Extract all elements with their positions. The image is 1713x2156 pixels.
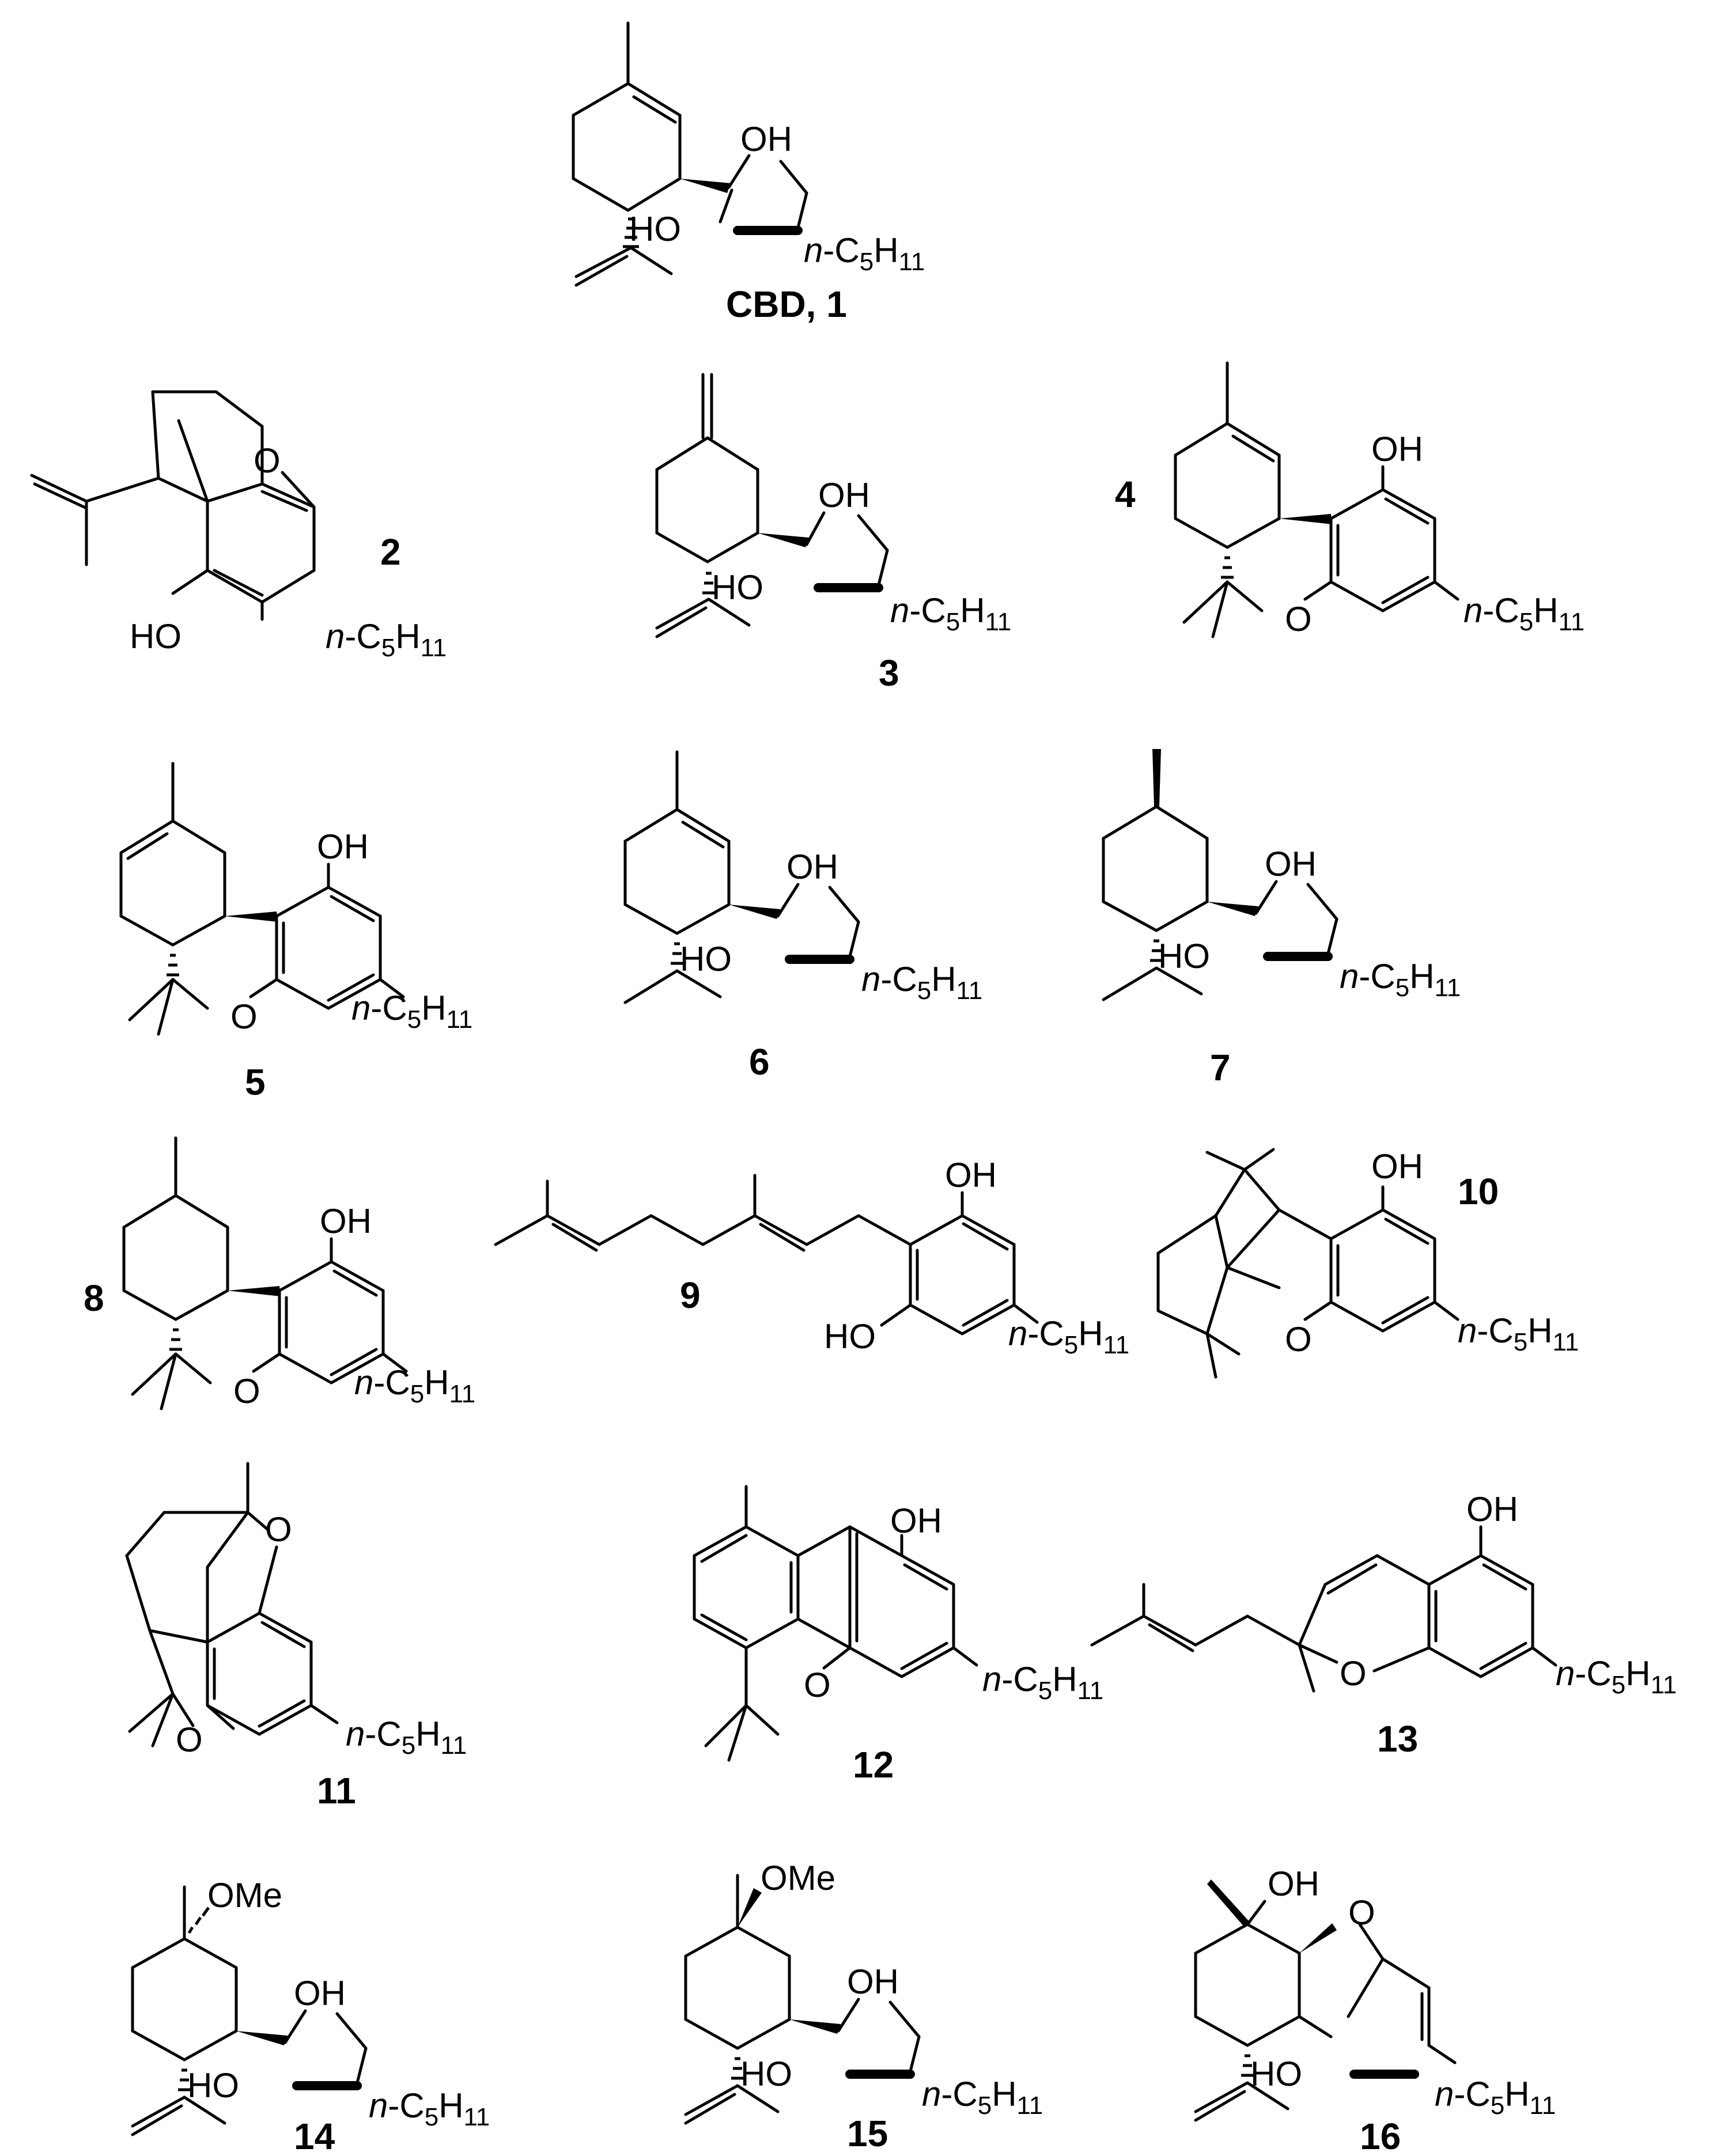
c1-oh-label: OH	[740, 120, 792, 158]
c16-ho-label: HO	[1250, 2055, 1302, 2093]
c11-upper-oxygen: O	[265, 1510, 292, 1549]
compound-4-structure	[1174, 361, 1459, 638]
c1-ho-label: HO	[629, 210, 681, 248]
compound-16-structure	[1194, 1879, 1457, 2122]
c10-ring-oxygen: O	[1285, 1320, 1312, 1359]
c15-ome-label: OMe	[761, 1859, 835, 1897]
c6-oh-label: OH	[786, 848, 838, 886]
c4-oh-label: OH	[1371, 430, 1423, 468]
c14-pentyl-label: n-C5H11	[369, 2086, 490, 2131]
c13-ring-oxygen: O	[1340, 1654, 1367, 1693]
c12-ring-oxygen: O	[804, 1666, 831, 1704]
compound-label-5: 5	[245, 1061, 266, 1103]
c13-pentyl-label: n-C5H11	[1556, 1654, 1677, 1699]
c5-ring-oxygen: O	[230, 997, 258, 1036]
compound-label-6: 6	[749, 1041, 770, 1083]
compound-label-8: 8	[84, 1277, 104, 1319]
compound-15-structure	[684, 1874, 921, 2125]
c10-pentyl-label: n-C5H11	[1458, 1311, 1579, 1356]
compound-label-9: 9	[680, 1274, 701, 1316]
c15-pentyl-label: n-C5H11	[922, 2075, 1043, 2120]
c5-pentyl-label: n-C5H11	[351, 989, 472, 1034]
compound-2-structure	[30, 390, 316, 621]
c8-pentyl-label: n-C5H11	[354, 1363, 475, 1408]
c7-oh-label: OH	[1265, 845, 1317, 883]
compound-11-structure	[125, 1462, 339, 1748]
c12-pentyl-label: n-C5H11	[982, 1660, 1103, 1705]
compound-14-structure	[131, 1885, 368, 2136]
compound-label-14: 14	[294, 2116, 335, 2153]
c15-oh-label: OH	[847, 1962, 899, 2001]
c11-pentyl-label: n-C5H11	[346, 1715, 467, 1760]
compound-8-structure	[122, 1136, 408, 1410]
c11-lower-oxygen: O	[176, 1720, 203, 1759]
c6-pentyl-label: n-C5H11	[861, 960, 982, 1005]
compound-label-2: 2	[380, 531, 401, 573]
compound-3-structure	[655, 373, 889, 638]
compound-label-11: 11	[317, 1770, 356, 1811]
c16-pentyl-label: n-C5H11	[1435, 2075, 1556, 2120]
c13-oh-label: OH	[1466, 1490, 1518, 1529]
c5-oh-label: OH	[317, 827, 369, 866]
compound-label-13: 13	[1377, 1718, 1418, 1760]
c6-ho-label: HO	[680, 940, 732, 978]
c16-oh-label: OH	[1268, 1864, 1319, 1903]
c15-ho-label: HO	[740, 2055, 792, 2093]
compound-label-10: 10	[1458, 1171, 1499, 1212]
c12-oh-label: OH	[890, 1501, 942, 1540]
c14-ome-label: OMe	[207, 1876, 282, 1915]
compound-label-12: 12	[853, 1744, 894, 1786]
compound-12-structure	[693, 1485, 978, 1762]
compound-label-4: 4	[1115, 474, 1136, 515]
compound-label-15: 15	[847, 2113, 888, 2153]
compound-9-structure	[494, 1174, 1039, 1336]
c14-oh-label: OH	[294, 1974, 346, 2013]
compound-6-structure	[623, 750, 860, 1004]
c9-oh-label: OH	[945, 1156, 997, 1194]
compound-label-1: CBD, 1	[726, 283, 847, 325]
c10-oh-label: OH	[1371, 1147, 1423, 1186]
c9-pentyl-label: n-C5H11	[1008, 1314, 1129, 1359]
c3-pentyl-label: n-C5H11	[890, 591, 1011, 636]
compound-label-16: 16	[1360, 2116, 1401, 2153]
c8-oh-label: OH	[320, 1202, 372, 1240]
c7-pentyl-label: n-C5H11	[1340, 957, 1461, 1002]
c2-pentyl-label: n-C5H11	[326, 617, 447, 662]
c3-ho-label: HO	[712, 568, 763, 607]
compound-label-7: 7	[1210, 1047, 1231, 1088]
compound-label-3: 3	[879, 652, 899, 694]
compound-1-structure	[572, 21, 808, 287]
compound-13-structure	[1090, 1525, 1557, 1693]
c4-pentyl-label: n-C5H11	[1464, 591, 1585, 636]
c4-ring-oxygen: O	[1285, 600, 1312, 638]
c16-ring-oxygen: O	[1348, 1893, 1375, 1932]
c1-pentyl-label: n-C5H11	[804, 231, 925, 276]
c2-ring-oxygen: O	[254, 441, 281, 480]
c3-oh-label: OH	[818, 476, 870, 515]
c2-ho-label: HO	[130, 617, 181, 656]
c8-ring-oxygen: O	[233, 1372, 260, 1410]
compound-5-structure	[119, 762, 405, 1036]
compound-7-structure	[1102, 749, 1338, 1001]
compound-10-structure	[1156, 1148, 1459, 1379]
c9-ho-label: HO	[824, 1317, 876, 1356]
c7-ho-label: HO	[1158, 937, 1210, 975]
c14-ho-label: HO	[187, 2066, 239, 2105]
